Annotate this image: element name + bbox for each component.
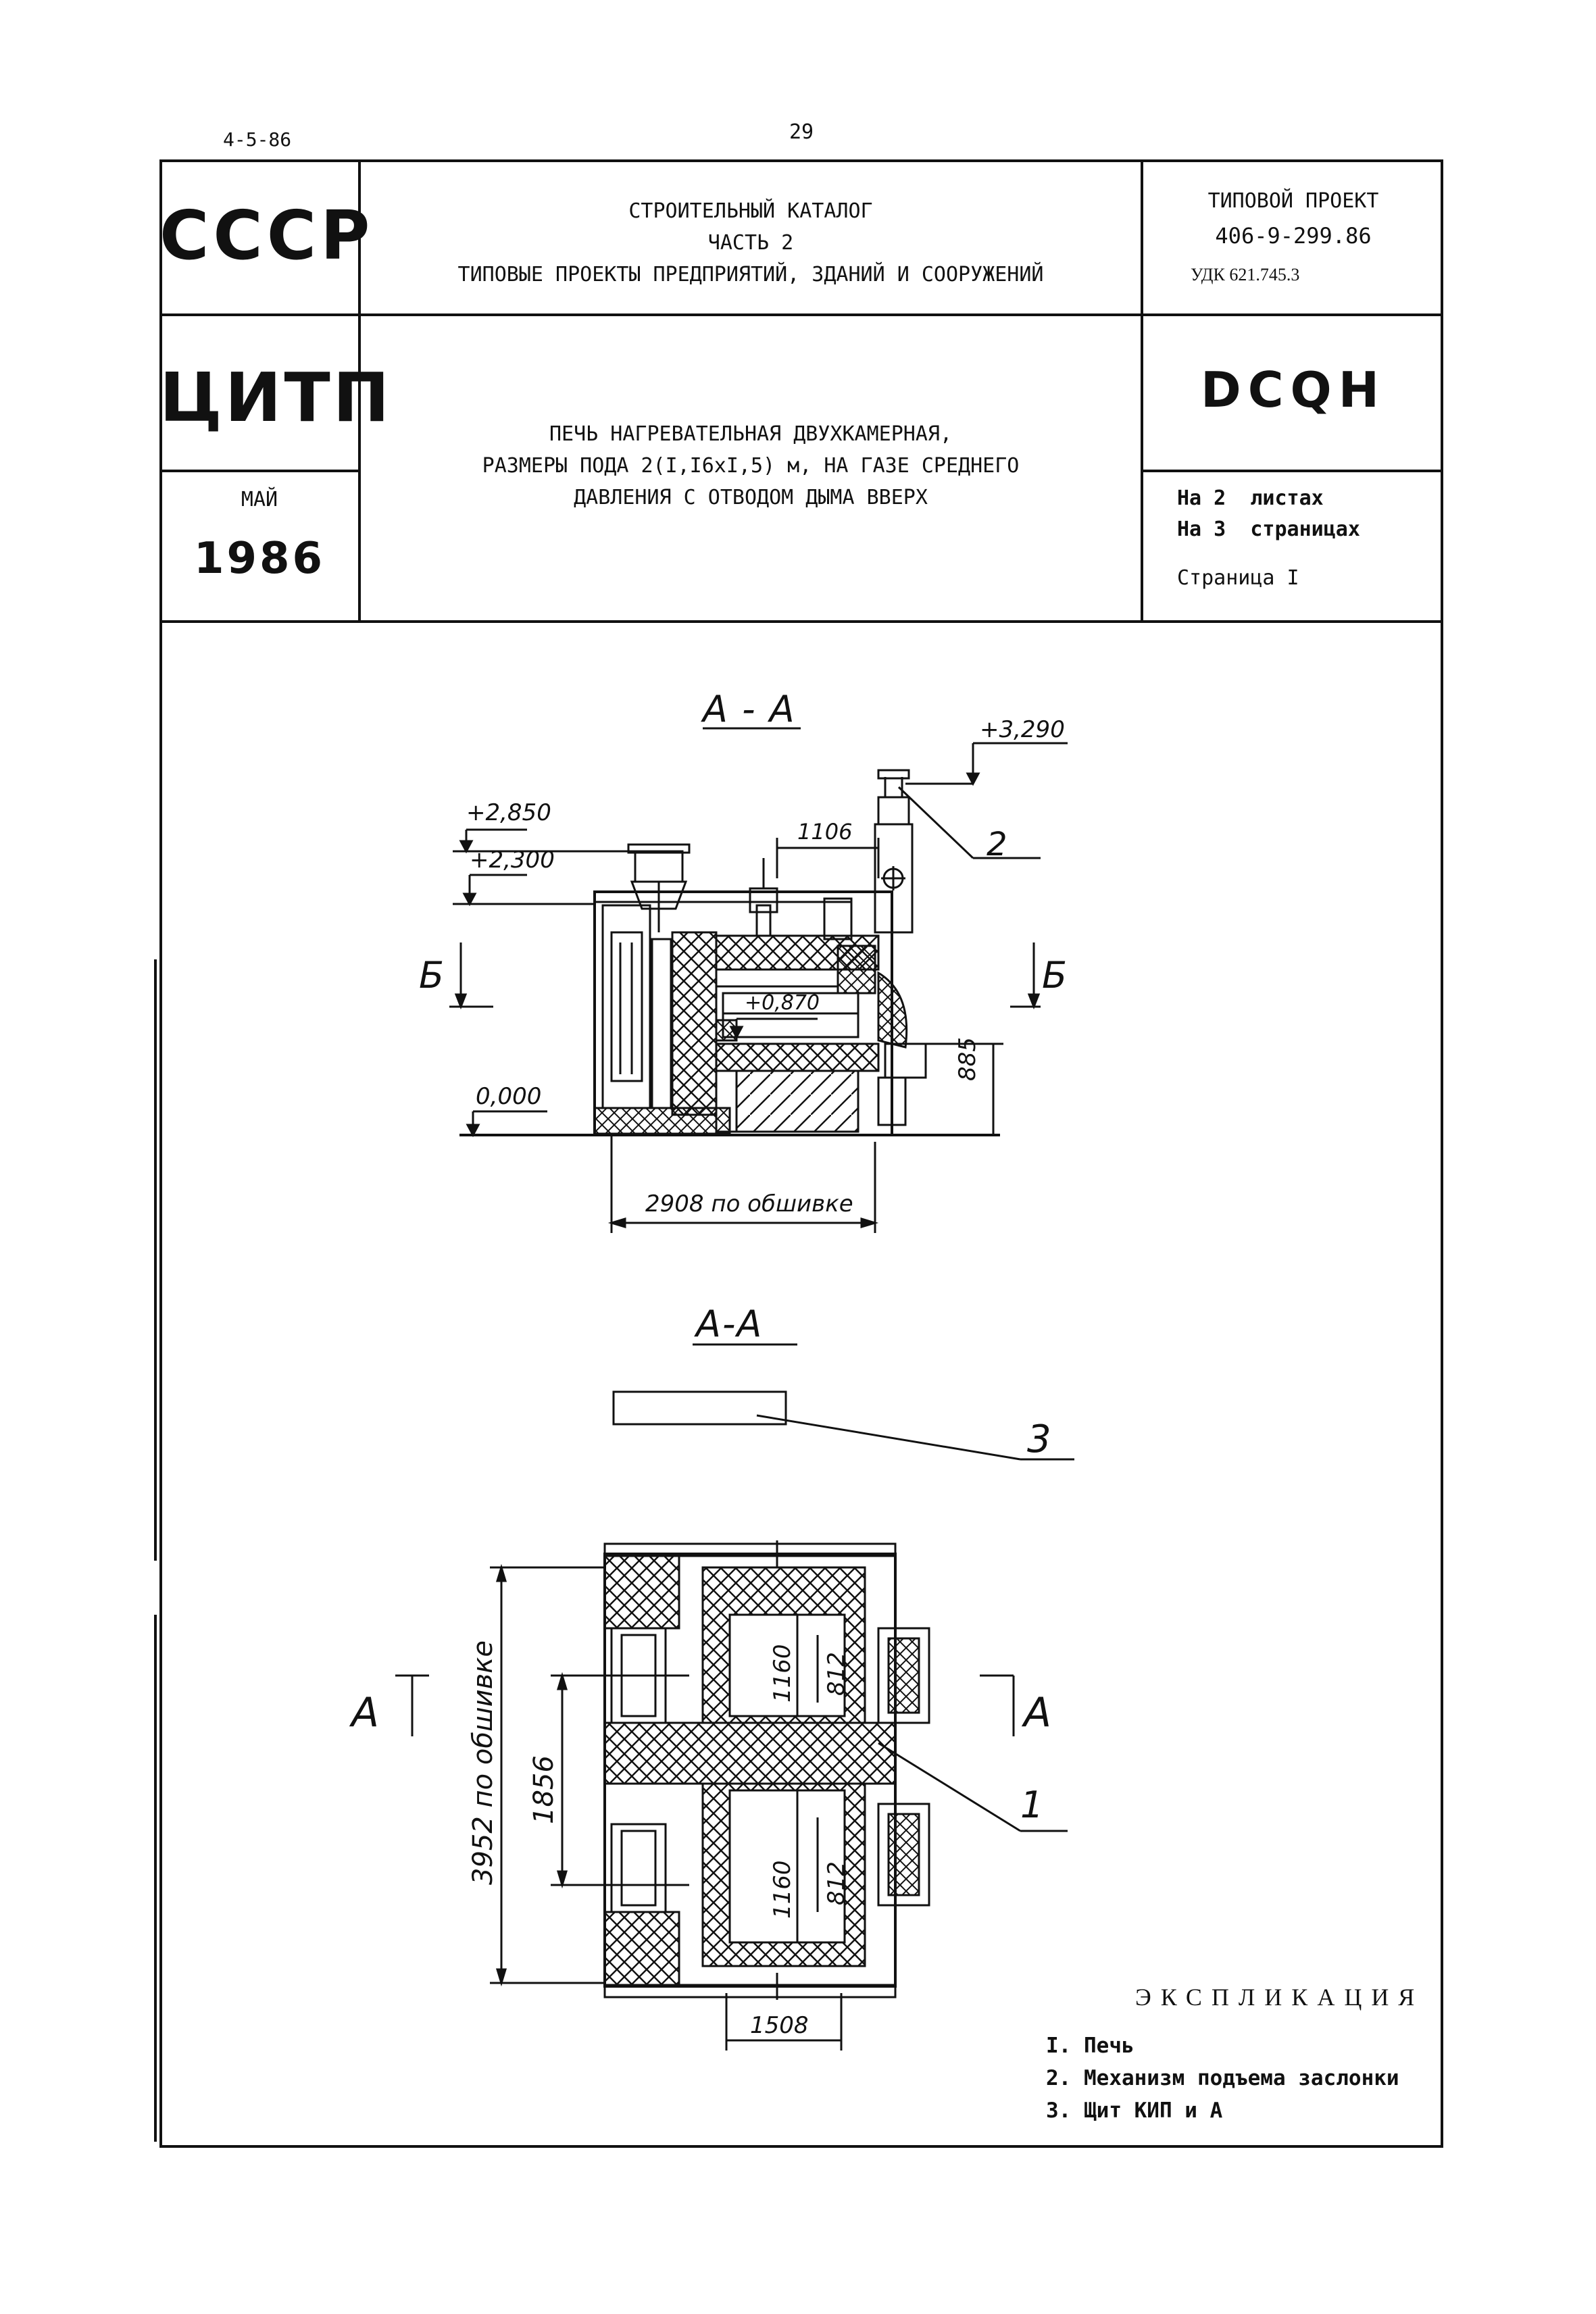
chimney-cap <box>627 843 691 854</box>
document-code: 4-5-86 <box>223 128 292 151</box>
dim-1856: 1856 <box>528 1755 559 1824</box>
section-aa-bottom <box>395 1343 1074 2051</box>
callout-3: 3 <box>1027 1417 1051 1461</box>
burner-stand <box>877 1076 907 1126</box>
pages-count: На 3 страницах <box>1177 518 1360 541</box>
title-block-col-left <box>358 159 361 622</box>
dim-812-top: 812 <box>823 1652 850 1696</box>
document-title-line-3: ДАВЛЕНИЯ С ОТВОДОМ ДЫМА ВВЕРХ <box>574 486 928 509</box>
title-block-left-sub-rule <box>159 470 359 472</box>
dim-1160-bottom: 1160 <box>769 1860 796 1919</box>
callout-2: 2 <box>987 826 1007 863</box>
udk-code: УДК 621.745.3 <box>1191 265 1300 284</box>
central-partition <box>603 1721 897 1785</box>
door-lower <box>610 1823 667 1913</box>
title-block-row-rule <box>159 313 1443 316</box>
catalog-line-3: ТИПОВЫЕ ПРОЕКТЫ ПРЕДПРИЯТИЙ, ЗДАНИЙ И СО… <box>457 263 1044 286</box>
catalog-code: DCQH <box>1200 361 1387 418</box>
corner-ul <box>603 1553 680 1630</box>
page-label: Страница I <box>1177 566 1299 590</box>
title-block-bottom-rule <box>159 620 1443 623</box>
dim-885: 885 <box>954 1037 981 1081</box>
title-block-right-sub-rule <box>1141 470 1443 472</box>
lower-chamber <box>728 1789 846 1944</box>
left-door-inner <box>610 931 643 1082</box>
dim-2908: 2908 по обшивке <box>645 1190 853 1217</box>
section-title-top: А - А <box>703 688 796 730</box>
roof-inner <box>715 968 839 988</box>
burner-lower <box>877 1803 930 1907</box>
country-label: СССР <box>159 196 374 275</box>
project-label: ТИПОВОЙ ПРОЕКТ <box>1207 189 1379 213</box>
chamber <box>722 992 859 1038</box>
month-label: МАЙ <box>241 488 278 511</box>
level-0000: 0,000 <box>476 1083 542 1110</box>
org-label: ЦИТП <box>159 358 393 437</box>
page-number: 29 <box>789 120 814 144</box>
year-label: 1986 <box>193 534 326 584</box>
binding-mark-1 <box>154 959 157 1561</box>
level-2300: +2,300 <box>470 847 555 874</box>
burner-upper <box>877 1627 930 1724</box>
hearth-lining <box>715 1042 880 1072</box>
legend-item: I. Печь <box>1046 2034 1134 2058</box>
callout-1: 1 <box>1020 1784 1044 1826</box>
dim-1160-top: 1160 <box>769 1644 796 1703</box>
dim-1508: 1508 <box>750 2012 809 2039</box>
cut-b-left-label: Б <box>419 954 445 997</box>
sheets-count: На 2 листах <box>1177 486 1324 510</box>
cut-a-left-label: А <box>351 1689 380 1736</box>
level-0870: +0,870 <box>745 991 820 1015</box>
upper-chamber <box>728 1613 846 1717</box>
title-block-col-right <box>1141 159 1143 622</box>
hood <box>630 880 688 910</box>
cut-b-right-label: Б <box>1042 954 1068 997</box>
corner-ll <box>603 1911 680 1988</box>
project-number: 406-9-299.86 <box>1215 223 1372 249</box>
callout-3-leader <box>756 1414 1021 1461</box>
catalog-line-1: СТРОИТЕЛЬНЫЙ КАТАЛОГ <box>628 199 873 223</box>
floor-lining <box>593 1107 731 1135</box>
binding-mark-2 <box>154 1615 157 2142</box>
legend-item: 2. Механизм подъема заслонки <box>1046 2066 1399 2090</box>
burner <box>877 971 908 1049</box>
legend-item: 3. Щит КИП и А <box>1046 2098 1223 2123</box>
cut-a-right-label: А <box>1024 1689 1052 1736</box>
level-3290: +3,290 <box>980 716 1065 743</box>
section-aa-top <box>449 727 1068 1233</box>
document-title-line-1: ПЕЧЬ НАГРЕВАТЕЛЬНАЯ ДВУХКАМЕРНАЯ, <box>549 422 953 446</box>
legend-title: ЭКСПЛИКАЦИЯ <box>1135 1984 1424 2011</box>
central-wall <box>671 931 718 1116</box>
central-wall-inner <box>651 938 672 1109</box>
foundation-block <box>735 1070 859 1133</box>
dim-1106: 1106 <box>797 819 853 845</box>
callout-2-leader <box>897 786 974 859</box>
callout-1-leader <box>878 1742 1021 1832</box>
section-title-bottom: А-А <box>696 1303 764 1345</box>
catalog-line-2: ЧАСТЬ 2 <box>707 231 794 255</box>
dim-812-bottom: 812 <box>823 1861 850 1905</box>
chimney-top <box>634 850 684 883</box>
side-box <box>823 897 853 940</box>
document-title-line-2: РАЗМЕРЫ ПОДА 2(I,I6хI,5) м, НА ГАЗЕ СРЕД… <box>482 454 1020 478</box>
control-panel <box>612 1390 787 1426</box>
level-2850: +2,850 <box>466 799 551 826</box>
dim-3952: 3952 по обшивке <box>468 1640 499 1885</box>
title-block-frame <box>159 159 1443 2148</box>
